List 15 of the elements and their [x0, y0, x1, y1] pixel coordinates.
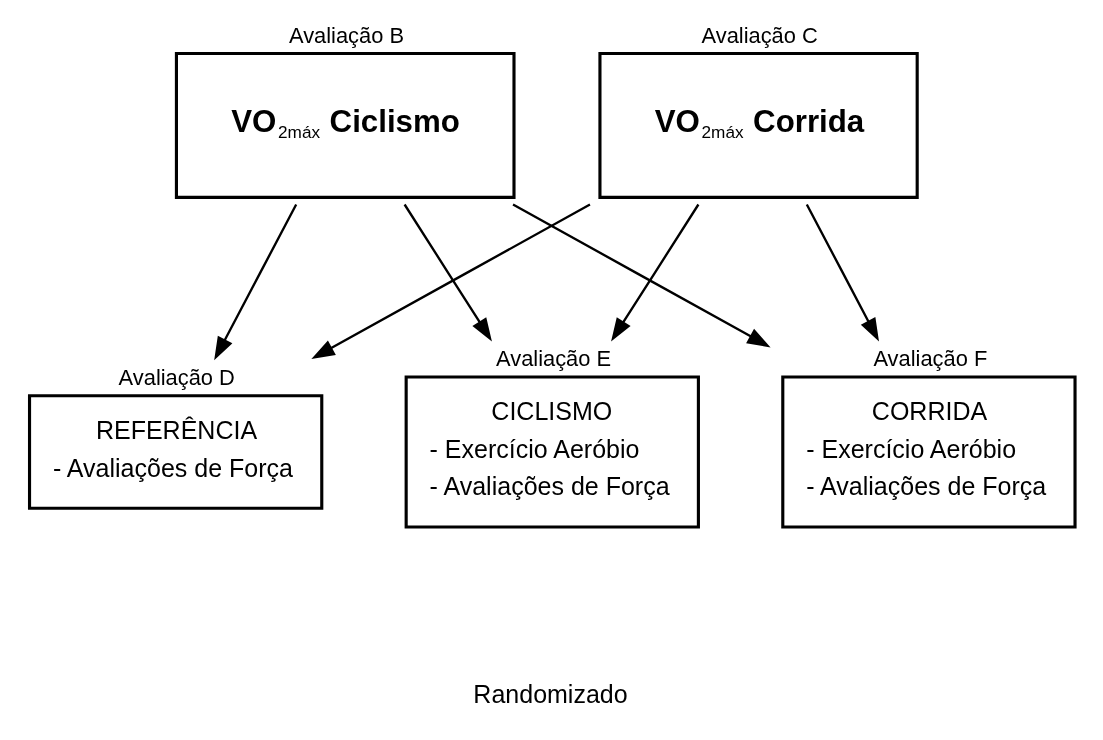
- node-label: Avaliação C: [701, 22, 818, 48]
- label: Randomizado: [473, 679, 628, 708]
- arrow: [311, 203, 591, 360]
- arrow: [611, 203, 700, 342]
- node-box: CICLISMO - Exercício Aeróbio - Avaliações de Força: [404, 375, 700, 529]
- node-box: CORRIDA - Exercício Aeróbio - Avaliações de Força: [781, 375, 1077, 529]
- arrow: [805, 203, 879, 342]
- node-label: Avaliação B: [288, 22, 404, 48]
- node-label: Avaliação E: [496, 346, 612, 372]
- node-label: Avaliação D: [118, 365, 235, 391]
- arrow: [403, 203, 492, 342]
- node-box: REFERÊNCIA - Avaliações de Força: [27, 394, 324, 510]
- node-label: Avaliação F: [873, 346, 988, 372]
- arrow: [214, 203, 298, 361]
- arrow: [512, 203, 771, 348]
